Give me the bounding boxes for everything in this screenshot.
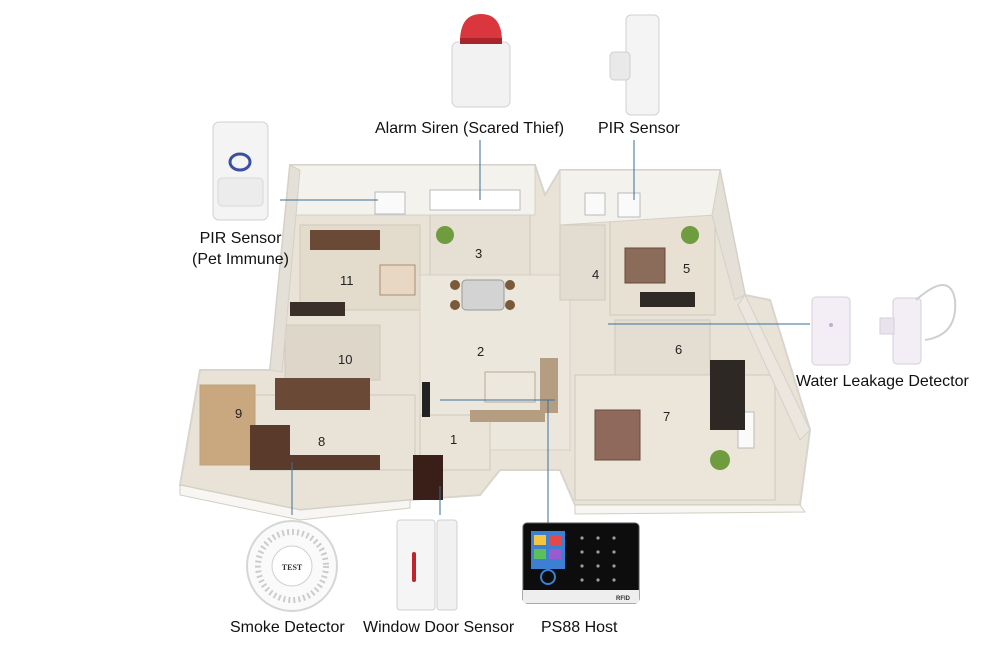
pir-pet-immune-icon bbox=[212, 121, 269, 221]
water-leak-label: Water Leakage Detector bbox=[796, 373, 969, 390]
room-number-5: 5 bbox=[683, 261, 690, 276]
smoke-detector-label: Smoke Detector bbox=[230, 619, 345, 636]
pir-pet-immune-label-line1: PIR Sensor bbox=[199, 230, 282, 247]
ps88-host-label: PS88 Host bbox=[541, 619, 618, 636]
host-brand-text: RFID bbox=[616, 596, 631, 602]
room-number-6: 6 bbox=[675, 342, 682, 357]
room-number-9: 9 bbox=[235, 406, 242, 421]
window-door-sensor-icon bbox=[396, 519, 458, 611]
room-number-2: 2 bbox=[477, 344, 484, 359]
water-leak-detector-icon bbox=[811, 284, 957, 366]
pir-sensor-icon bbox=[609, 14, 660, 116]
smoke-detector-icon: TEST bbox=[246, 520, 338, 612]
room-number-4: 4 bbox=[592, 267, 599, 282]
window-door-sensor-label: Window Door Sensor bbox=[363, 619, 515, 636]
room-number-1: 1 bbox=[450, 432, 457, 447]
room-numbers: 1 2 3 4 5 6 7 8 9 10 11 bbox=[235, 246, 690, 449]
furniture bbox=[250, 226, 745, 500]
room-number-7: 7 bbox=[663, 409, 670, 424]
room-number-8: 8 bbox=[318, 434, 325, 449]
alarm-siren-icon bbox=[451, 14, 511, 108]
room-number-11: 11 bbox=[340, 273, 354, 288]
pir-pet-immune-label-line2: (Pet Immune) bbox=[192, 251, 289, 268]
smoke-device-text: TEST bbox=[282, 563, 303, 572]
leader-lines bbox=[280, 140, 810, 525]
pir-sensor-label: PIR Sensor bbox=[598, 120, 680, 137]
alarm-siren-label: Alarm Siren (Scared Thief) bbox=[375, 120, 565, 137]
ps88-host-icon: RFID bbox=[522, 522, 640, 604]
room-number-3: 3 bbox=[475, 246, 482, 261]
room-number-10: 10 bbox=[338, 352, 352, 367]
walls bbox=[269, 164, 811, 449]
